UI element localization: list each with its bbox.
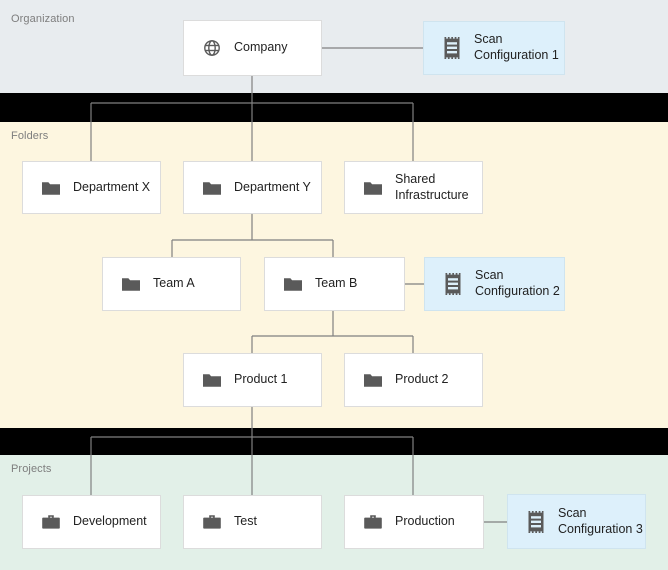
node-scan-configuration-2[interactable]: Scan Configuration 2 xyxy=(424,257,565,311)
node-label: Shared Infrastructure xyxy=(395,171,469,202)
node-label: Company xyxy=(234,40,288,55)
folder-icon xyxy=(202,371,222,389)
briefcase-icon xyxy=(202,513,222,531)
folder-icon xyxy=(202,179,222,197)
node-product-2[interactable]: Product 2 xyxy=(344,353,483,407)
node-scan-configuration-3[interactable]: Scan Configuration 3 xyxy=(507,494,646,549)
scan-configuration-icon xyxy=(443,273,463,295)
node-label: Team B xyxy=(315,276,358,291)
scan-configuration-icon xyxy=(526,510,546,533)
band-label-folders: Folders xyxy=(11,130,49,142)
folder-icon xyxy=(283,275,303,293)
node-label: Product 1 xyxy=(234,372,288,387)
node-product-1[interactable]: Product 1 xyxy=(183,353,322,407)
node-department-x[interactable]: Department X xyxy=(22,161,161,214)
folder-icon xyxy=(363,371,383,389)
band-label-projects: Projects xyxy=(11,463,52,475)
folder-icon xyxy=(41,179,61,197)
node-label: Department X xyxy=(73,179,151,194)
node-label: Department Y xyxy=(234,179,311,194)
band-organization xyxy=(0,0,668,93)
node-test[interactable]: Test xyxy=(183,495,322,549)
node-label: Production xyxy=(395,514,455,529)
scan-configuration-icon xyxy=(442,37,462,59)
briefcase-icon xyxy=(363,513,383,531)
node-shared-infrastructure[interactable]: Shared Infrastructure xyxy=(344,161,483,214)
node-label: Scan Configuration 1 xyxy=(474,32,559,62)
node-development[interactable]: Development xyxy=(22,495,161,549)
node-department-y[interactable]: Department Y xyxy=(183,161,322,214)
node-team-a[interactable]: Team A xyxy=(102,257,241,311)
folder-icon xyxy=(121,275,141,293)
node-team-b[interactable]: Team B xyxy=(264,257,405,311)
node-label: Development xyxy=(73,514,147,529)
node-label: Product 2 xyxy=(395,372,449,387)
node-label: Test xyxy=(234,514,257,529)
folder-icon xyxy=(363,179,383,197)
node-company[interactable]: Company xyxy=(183,20,322,76)
globe-icon xyxy=(202,38,222,58)
node-scan-configuration-1[interactable]: Scan Configuration 1 xyxy=(423,21,565,75)
briefcase-icon xyxy=(41,513,61,531)
node-label: Team A xyxy=(153,276,195,291)
node-production[interactable]: Production xyxy=(344,495,484,549)
band-label-organization: Organization xyxy=(11,13,75,25)
node-label: Scan Configuration 3 xyxy=(558,505,643,536)
node-label: Scan Configuration 2 xyxy=(475,268,560,298)
